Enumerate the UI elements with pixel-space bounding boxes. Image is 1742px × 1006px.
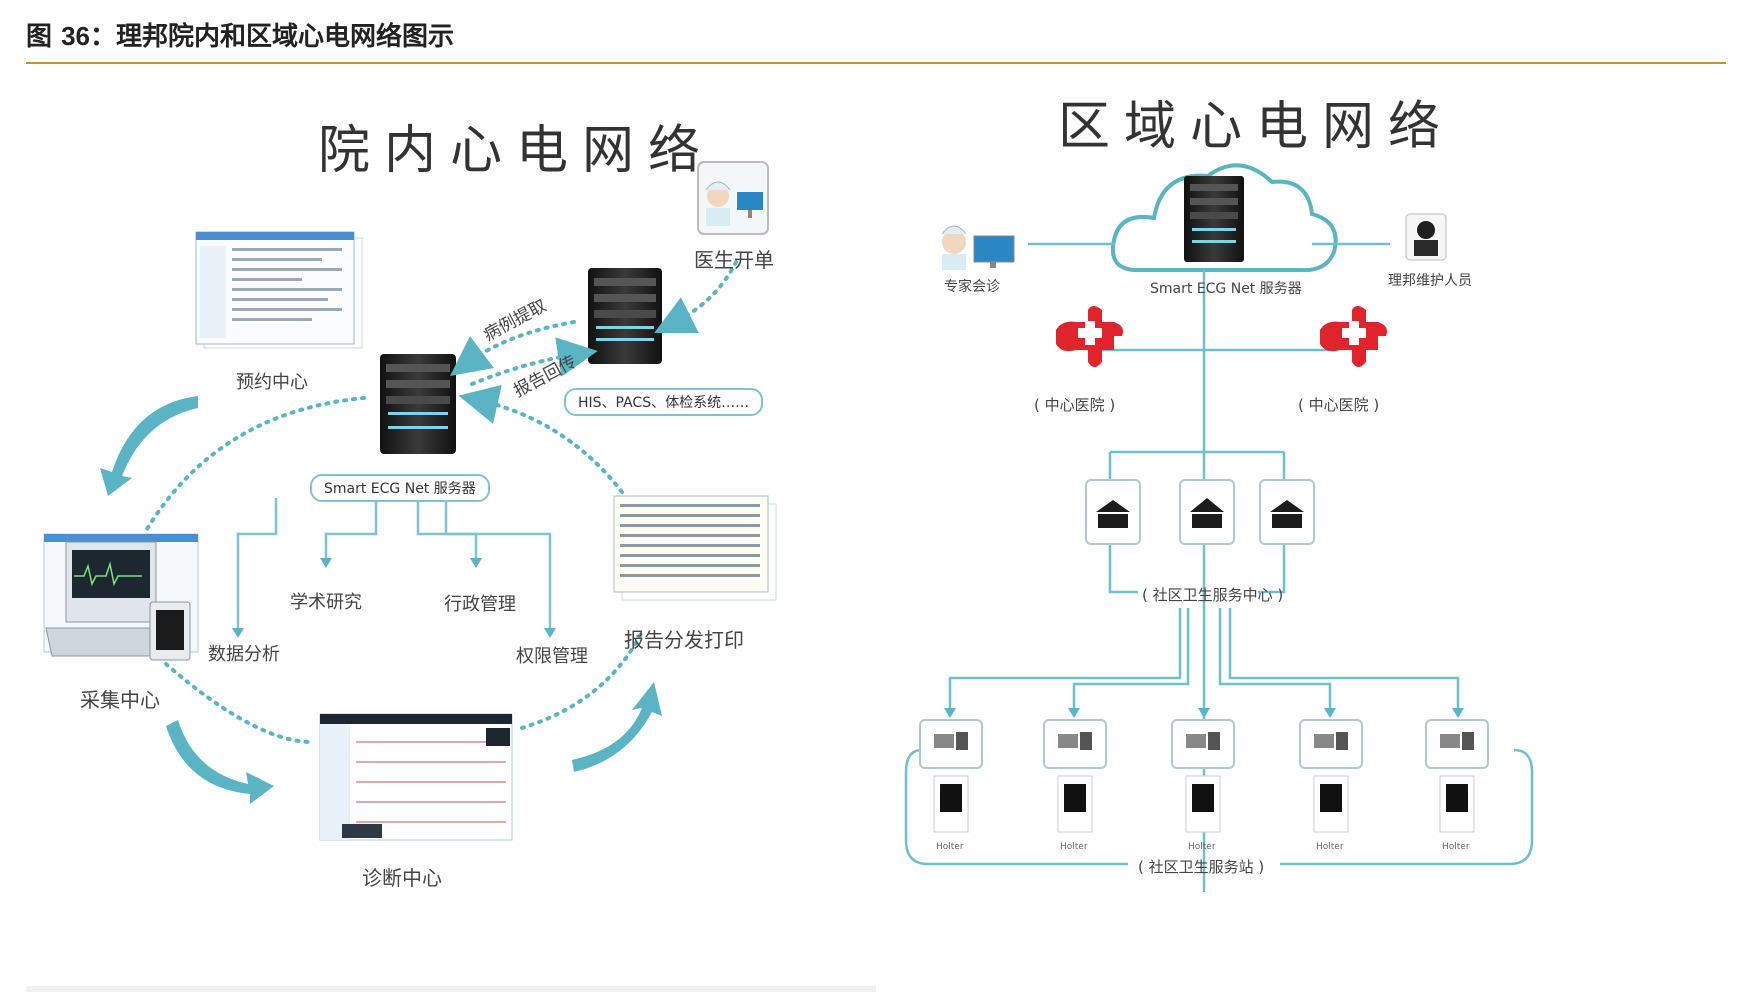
maintenance-staff-icon bbox=[1405, 213, 1447, 261]
center-hospital-2-text: 中心医院 bbox=[1308, 396, 1369, 414]
center-hospital-2-icon bbox=[1320, 306, 1387, 367]
figure-number: 36 bbox=[61, 21, 90, 51]
community-station-icons bbox=[919, 719, 1489, 833]
ecg-device-icon bbox=[43, 533, 199, 661]
dotted-report-return bbox=[470, 337, 598, 386]
dotted-doctor-order bbox=[654, 260, 738, 333]
label-community-center: ( 社区卫生服务中心 ) bbox=[1142, 586, 1284, 604]
label-holter-2: Holter bbox=[1060, 842, 1088, 852]
hospital-network-diagram: 院内心电网络 bbox=[26, 72, 876, 992]
figure-title: ：理邦院内和区域心电网络图示 bbox=[90, 22, 455, 52]
label-academic-research: 学术研究 bbox=[290, 592, 362, 613]
label-holter-1: Holter bbox=[936, 842, 964, 852]
dotted-report-to-server bbox=[458, 384, 624, 494]
community-center-text: 社区卫生服务中心 bbox=[1152, 586, 1273, 604]
community-center-icons bbox=[1085, 479, 1315, 545]
label-data-analysis: 数据分析 bbox=[208, 644, 280, 665]
label-permission-management: 权限管理 bbox=[516, 646, 588, 667]
flow-arrows bbox=[100, 396, 662, 804]
label-holter-3: Holter bbox=[1188, 842, 1216, 852]
label-center-hospital-2: ( 中心医院 ) bbox=[1298, 396, 1380, 414]
label-appointment-center: 预约中心 bbox=[236, 372, 308, 393]
expert-icon bbox=[941, 225, 1015, 270]
center-hospital-1-text: 中心医院 bbox=[1044, 396, 1105, 414]
main-server-icon bbox=[380, 354, 456, 454]
left-diagram-title: 院内心电网络 bbox=[318, 121, 715, 181]
label-community-station: ( 社区卫生服务站 ) bbox=[1138, 858, 1265, 876]
right-diagram-title: 区域心电网络 bbox=[1058, 97, 1455, 157]
server-pill: Smart ECG Net 服务器 bbox=[310, 474, 490, 502]
dotted-collection-to-diagnosis bbox=[164, 662, 314, 744]
label-holter-5: Holter bbox=[1442, 842, 1470, 852]
figure-caption: 图 36：理邦院内和区域心电网络图示 bbox=[26, 16, 454, 53]
label-diagnosis-center: 诊断中心 bbox=[362, 866, 442, 890]
header-rule bbox=[26, 62, 1726, 64]
dotted-diagnosis-to-report bbox=[520, 630, 644, 730]
label-report-print: 报告分发打印 bbox=[624, 628, 744, 652]
regional-network-diagram: 区域心电网络 bbox=[904, 72, 1738, 992]
bottom-strip bbox=[26, 986, 876, 992]
right-diagram-graphics bbox=[904, 163, 1534, 892]
dotted-server-to-collection bbox=[142, 396, 366, 536]
label-doctor-order: 医生开单 bbox=[694, 248, 774, 272]
cloud-server-icon bbox=[1184, 176, 1244, 262]
diagnosis-screen-icon bbox=[319, 713, 513, 841]
report-screen-icon bbox=[613, 495, 777, 601]
label-expert-consult: 专家会诊 bbox=[944, 279, 1000, 295]
his-server-icon bbox=[588, 268, 662, 364]
label-holter-4: Holter bbox=[1316, 842, 1344, 852]
community-station-text: 社区卫生服务站 bbox=[1148, 858, 1254, 876]
appointment-screen-icon bbox=[195, 231, 363, 349]
label-cloud-server: Smart ECG Net 服务器 bbox=[1150, 281, 1302, 297]
his-systems-pill: HIS、PACS、体检系统…… bbox=[564, 388, 764, 416]
doctor-icon bbox=[697, 161, 769, 235]
label-maintenance-staff: 理邦维护人员 bbox=[1388, 273, 1472, 289]
label-center-hospital-1: ( 中心医院 ) bbox=[1034, 396, 1116, 414]
center-hospital-1-icon bbox=[1056, 306, 1123, 367]
label-collection-center: 采集中心 bbox=[80, 688, 160, 712]
left-diagram-graphics bbox=[43, 161, 777, 841]
figure-prefix: 图 bbox=[26, 22, 53, 52]
label-admin-management: 行政管理 bbox=[444, 594, 516, 615]
dotted-case-retrieval bbox=[449, 320, 576, 376]
